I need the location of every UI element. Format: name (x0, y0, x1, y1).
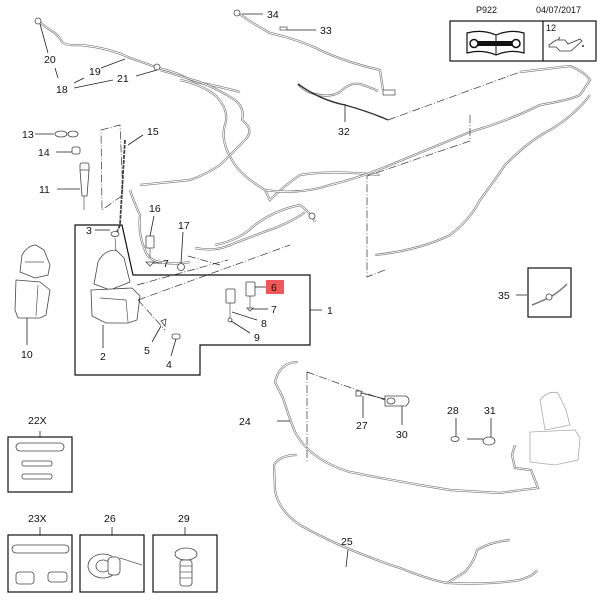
hose-32 (297, 82, 389, 121)
page-code: P922 (476, 5, 497, 15)
page-date: 04/07/2017 (536, 5, 581, 15)
kit-22x-box (7, 436, 73, 493)
hose-15 (116, 139, 126, 233)
callout-3[interactable]: 3 (86, 225, 92, 237)
callout-10[interactable]: 10 (21, 349, 33, 361)
callout-5[interactable]: 5 (144, 345, 150, 357)
screw-29 (174, 547, 198, 587)
callout-20[interactable]: 20 (44, 54, 56, 66)
callout-27[interactable]: 27 (356, 420, 368, 432)
callout-13[interactable]: 13 (22, 129, 34, 141)
hose-clip-35 (531, 283, 568, 306)
kit-23x-box (7, 534, 73, 593)
panel-outline (387, 71, 521, 121)
callout-26[interactable]: 26 (104, 513, 116, 525)
hose-25 (272, 453, 539, 585)
callout-24[interactable]: 24 (239, 416, 251, 428)
bolt-27 (355, 390, 362, 397)
callout-16[interactable]: 16 (149, 203, 161, 215)
pump-8 (225, 288, 236, 323)
callout-19[interactable]: 19 (89, 66, 101, 78)
oil-can-icon (548, 36, 584, 52)
valve-31 (482, 436, 496, 446)
callout-17[interactable]: 17 (178, 220, 190, 232)
callout-4[interactable]: 4 (166, 359, 172, 371)
callout-8[interactable]: 8 (261, 318, 267, 330)
hose-34 (233, 9, 396, 96)
callout-11[interactable]: 11 (39, 184, 50, 196)
hose-main-run (128, 64, 592, 265)
kit-29-box (152, 534, 218, 593)
reservoir-ghost (529, 391, 581, 466)
callout-2[interactable]: 2 (100, 351, 106, 363)
callout-14[interactable]: 14 (38, 147, 50, 159)
callout-1[interactable]: 1 (327, 305, 333, 317)
connector-kit-23x (11, 544, 70, 585)
callout-9[interactable]: 9 (254, 332, 260, 344)
callout-32[interactable]: 32 (338, 126, 350, 138)
pump-16 (145, 235, 155, 267)
connector-kit-22x (15, 442, 65, 480)
filler-neck-11 (54, 130, 90, 210)
repair-manual-icon (466, 30, 525, 56)
callout-23x[interactable]: 23X (28, 513, 47, 525)
grommet-5 (160, 318, 167, 327)
callout-34[interactable]: 34 (267, 9, 279, 21)
callout-25[interactable]: 25 (341, 536, 353, 548)
callout-6-highlight (266, 280, 284, 294)
callout-33[interactable]: 33 (320, 25, 332, 37)
callout-21[interactable]: 21 (117, 73, 129, 85)
callout-30[interactable]: 30 (396, 429, 408, 441)
clip-4 (171, 333, 181, 340)
callout-35[interactable]: 35 (498, 290, 510, 302)
nozzle-30 (384, 395, 410, 407)
callout-7b[interactable]: 7 (271, 304, 277, 316)
callout-18[interactable]: 18 (56, 84, 68, 96)
clip-28 (450, 436, 460, 442)
part-35-box (527, 267, 572, 318)
pump-6 (245, 281, 256, 312)
kit-26-box (79, 534, 145, 593)
kit-box-1 (74, 224, 311, 376)
reservoir-2 (90, 237, 141, 324)
callout-7a[interactable]: 7 (163, 258, 169, 270)
callout-31[interactable]: 31 (484, 405, 496, 417)
callout-22x[interactable]: 22X (28, 415, 47, 427)
callout-29[interactable]: 29 (178, 513, 190, 525)
callout-15[interactable]: 15 (147, 126, 159, 138)
reservoir-10 (14, 244, 51, 319)
header-icon-box (449, 20, 597, 62)
grommet-26 (87, 553, 143, 579)
callout-28[interactable]: 28 (447, 405, 459, 417)
hose-24 (273, 360, 540, 495)
oil-quantity: 12 (546, 23, 556, 33)
callout-6[interactable]: 6 (271, 282, 277, 294)
hose-assembly-18 (34, 17, 241, 94)
grommet-17 (177, 263, 185, 271)
